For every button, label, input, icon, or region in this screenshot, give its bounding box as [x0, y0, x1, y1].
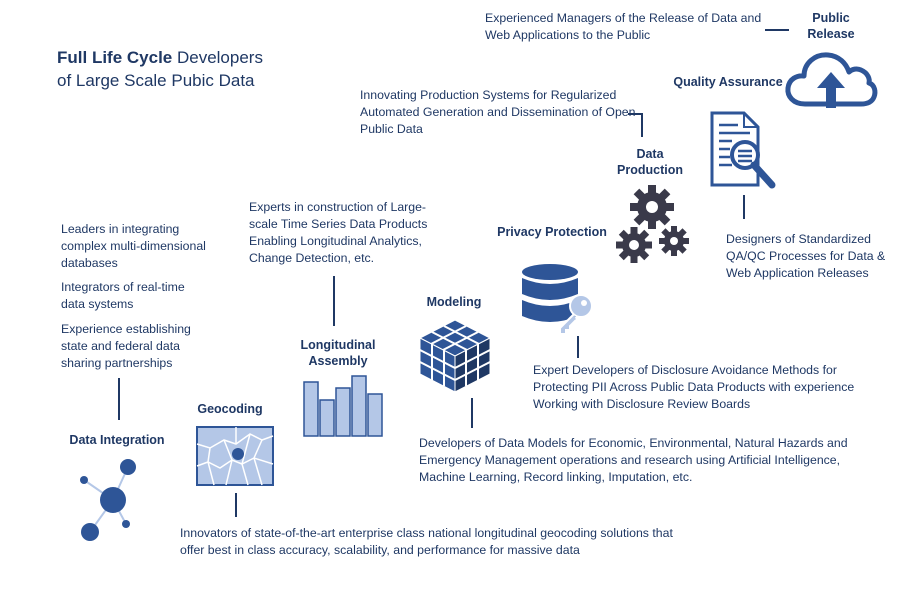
public-release-description: Experienced Managers of the Release of D…	[485, 11, 762, 42]
public-release-connector	[765, 29, 789, 31]
bar-chart-icon	[303, 375, 383, 437]
longitudinal-assembly-label: Longitudinal Assembly	[300, 338, 376, 368]
data-integration-label: Data Integration	[69, 433, 165, 447]
longitudinal-assembly-connector	[333, 276, 335, 326]
quality-assurance-connector	[743, 195, 745, 219]
map-icon	[196, 426, 274, 486]
cube-icon	[418, 319, 492, 393]
quality-assurance-description: Designers of Standardized QA/QC Processe…	[726, 232, 886, 280]
document-search-icon	[710, 111, 776, 189]
data-integration-description-3: Experience establishing state and federa…	[61, 322, 191, 370]
modeling-description: Developers of Data Models for Economic, …	[419, 436, 848, 484]
data-production-connector-h	[628, 113, 642, 115]
data-production-label: Data Production	[617, 147, 683, 177]
data-production-connector-v	[641, 113, 643, 137]
longitudinal-assembly-description: Experts in construction of Large-scale T…	[249, 200, 428, 265]
privacy-protection-connector	[577, 336, 579, 358]
public-release-label: Public Release	[807, 11, 855, 41]
quality-assurance-label: Quality Assurance	[673, 75, 783, 89]
geocoding-connector	[235, 493, 237, 517]
cloud-upload-icon	[785, 52, 878, 108]
network-icon	[80, 459, 136, 541]
data-integration-description-2: Integrators of real-time data systems	[61, 280, 185, 311]
geocoding-description: Innovators of state-of-the-art enterpris…	[180, 526, 673, 557]
privacy-protection-label: Privacy Protection	[497, 225, 607, 239]
geocoding-label: Geocoding	[197, 402, 263, 416]
data-production-description: Innovating Production Systems for Regula…	[360, 88, 636, 136]
gears-icon	[616, 185, 689, 263]
modeling-connector	[471, 398, 473, 428]
data-integration-connector	[118, 378, 120, 420]
data-integration-description-1: Leaders in integrating complex multi-dim…	[61, 222, 206, 270]
database-key-icon	[522, 264, 593, 335]
modeling-label: Modeling	[426, 295, 482, 309]
privacy-protection-description: Expert Developers of Disclosure Avoidanc…	[533, 363, 855, 411]
page-title: Full Life Cycle Developers of Large Scal…	[57, 48, 263, 90]
